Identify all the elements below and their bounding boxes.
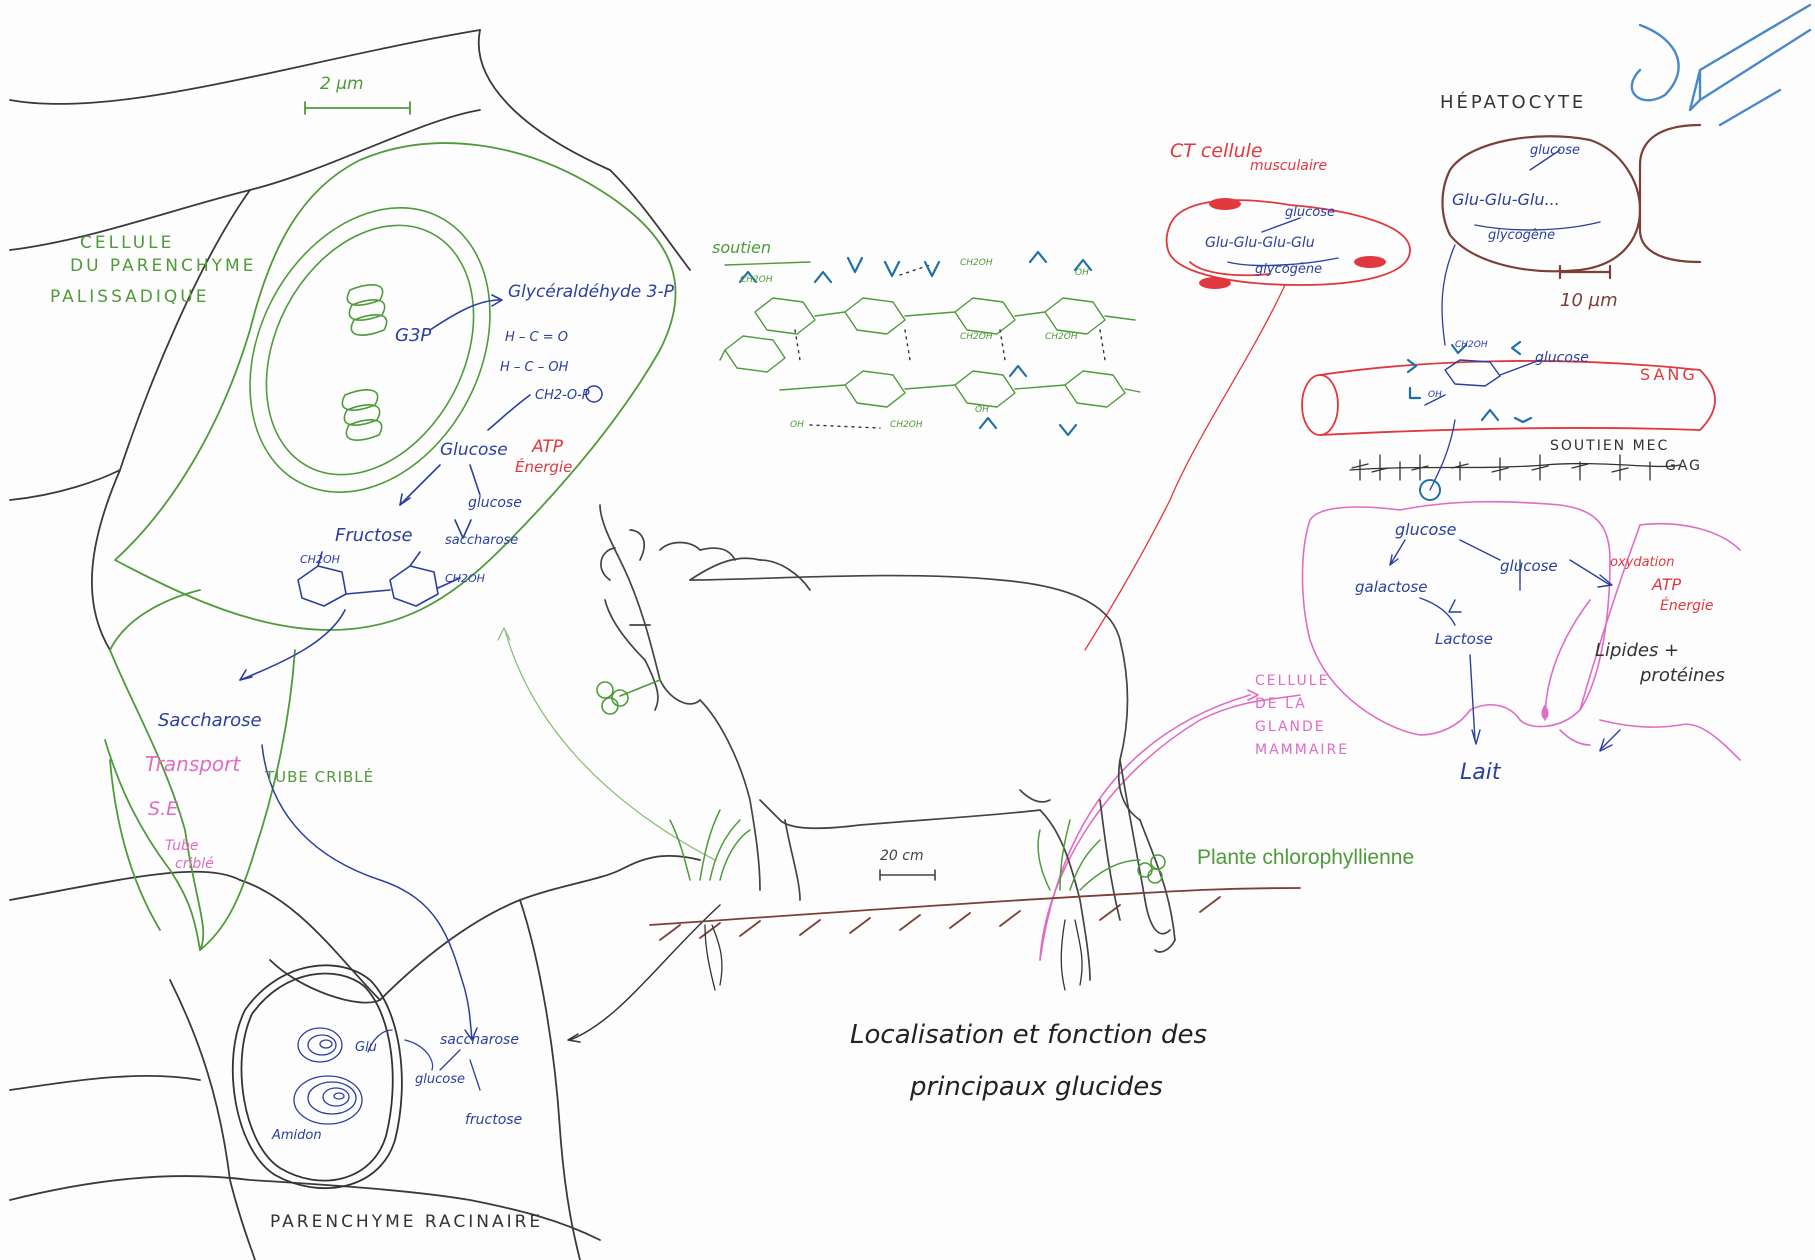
cellulose-ch2oh: CH2OH xyxy=(960,332,993,342)
liver-glucose: glucose xyxy=(1530,143,1580,158)
mammary-atp: ATP xyxy=(1652,575,1681,594)
muscle-glucose: glucose xyxy=(1285,205,1335,220)
cellulose-oh: OH xyxy=(975,405,989,415)
root-arrow xyxy=(568,905,720,1042)
mammary-label: CELLULE DE LA GLANDE MAMMAIRE xyxy=(1255,672,1349,760)
saccharose-label: Saccharose xyxy=(158,710,262,731)
clover-leaf xyxy=(597,680,660,714)
formula-line: CH2-O-P xyxy=(535,388,590,403)
ch2oh-label: CH2OH xyxy=(445,572,485,585)
caption-line: principaux glucides xyxy=(910,1072,1163,1102)
mammary-label-line: MAMMAIRE xyxy=(1255,741,1349,760)
tube-crible-pink-line: criblé xyxy=(175,856,214,872)
mammary-oxidation: oxydation xyxy=(1610,555,1674,570)
gag-matrix xyxy=(1350,455,1680,480)
transport-label: Transport xyxy=(145,752,240,776)
blood-oh: OH xyxy=(1428,390,1442,400)
chloroplast xyxy=(202,166,537,534)
root-label: PARENCHYME RACINAIRE xyxy=(270,1212,543,1232)
leaf-cell-label-line: CELLULE xyxy=(50,232,256,255)
plant-label: Plante chlorophyllienne xyxy=(1197,846,1414,870)
se-label: S.E. xyxy=(148,798,184,820)
g3p-label: G3P xyxy=(395,325,431,346)
leaf-scale-bar xyxy=(305,102,410,114)
muscle-label-line: musculaire xyxy=(1250,158,1327,174)
blood-glucose: glucose xyxy=(1535,350,1589,366)
cellulose-ch2oh: CH2OH xyxy=(890,420,923,430)
hepatocyte-title: HÉPATOCYTE xyxy=(1440,92,1586,113)
mammary-label-line: CELLULE xyxy=(1255,672,1349,691)
formula-line: H – C – OH xyxy=(500,360,568,375)
mammary-energy: Énergie xyxy=(1660,598,1713,614)
leaf-cell-label-line: PALISSADIQUE xyxy=(50,286,256,309)
matrix-label-line: SOUTIEN MEC xyxy=(1550,438,1669,454)
blood-carets xyxy=(1408,342,1531,422)
root-fructose: fructose xyxy=(465,1112,522,1128)
pink-to-milk xyxy=(1545,600,1590,720)
mammary-cell xyxy=(1040,502,1740,960)
muscle-chain: Glu-Glu-Glu-Glu xyxy=(1205,235,1315,251)
plant-roots xyxy=(705,920,1082,990)
cellulose-oh: OH xyxy=(790,420,804,430)
glyceraldehyde-label: Glycéraldéhyde 3-P xyxy=(508,282,674,302)
milk-label: Lait xyxy=(1460,760,1500,785)
leaf-scale-label: 2 µm xyxy=(320,74,364,94)
hydrogen-bonds xyxy=(795,265,1105,428)
cow-scale-label: 20 cm xyxy=(880,848,924,864)
mammary-label-line: DE LA xyxy=(1255,695,1349,714)
energy-label: Énergie xyxy=(515,458,572,476)
lipides-line: protéines xyxy=(1640,665,1725,686)
cellulose-carets xyxy=(740,252,1091,435)
blood-ch2oh: CH2OH xyxy=(1455,340,1488,350)
root-amidon: Amidon xyxy=(272,1128,322,1143)
fructose-label: Fructose xyxy=(335,525,413,546)
blood-label: SANG xyxy=(1640,365,1698,384)
matrix-label-line: GAG xyxy=(1665,458,1702,474)
cellulose-oh: OH xyxy=(1075,268,1089,278)
liver-glycogen: glycogène xyxy=(1488,228,1555,243)
soutien-label: soutien xyxy=(712,238,771,257)
formula-line: H – C = O xyxy=(505,330,568,345)
milk-drop xyxy=(1542,705,1548,719)
cellulose-ch2oh: CH2OH xyxy=(740,275,773,285)
root-glu: Glu xyxy=(355,1040,377,1055)
transport-arrows xyxy=(262,745,477,1040)
ch2oh-label: CH2OH xyxy=(300,553,340,566)
pen-icon xyxy=(1632,5,1810,125)
leaf-cell-label-line: DU PARENCHYME xyxy=(50,255,256,278)
mammary-glucose2: glucose xyxy=(1500,557,1558,575)
ground xyxy=(650,888,1300,940)
tube-crible-label: TUBE CRIBLÉ xyxy=(265,768,374,786)
muscle-label-line: CT cellule xyxy=(1170,140,1263,162)
cow-scale-bar xyxy=(880,870,935,880)
saccharose-small-label: saccharose xyxy=(445,533,518,548)
liver-scale-label: 10 µm xyxy=(1560,290,1618,311)
plant-uptake-arrow xyxy=(498,628,715,860)
caption-line: Localisation et fonction des xyxy=(850,1020,1207,1050)
root-saccharose: saccharose xyxy=(440,1032,519,1048)
root-glucose: glucose xyxy=(415,1072,465,1087)
atp-label: ATP xyxy=(532,437,563,457)
muscle-glycogen: glycogène xyxy=(1255,262,1322,277)
tube-crible-pink-line: Tube xyxy=(165,838,199,854)
mammary-glucose: glucose xyxy=(1395,520,1457,539)
mammary-galactose: galactose xyxy=(1355,578,1427,596)
mammary-lactose: Lactose xyxy=(1435,630,1493,648)
glucose-label: Glucose xyxy=(440,440,508,460)
liver-to-blood xyxy=(1442,245,1455,345)
blood-glucose-ring xyxy=(1425,360,1540,405)
leaf-cell-label: CELLULE DU PARENCHYME PALISSADIQUE xyxy=(50,232,256,309)
muscle-link xyxy=(1085,285,1285,650)
liver-chain: Glu-Glu-Glu... xyxy=(1452,190,1560,209)
mammary-label-line: GLANDE xyxy=(1255,718,1349,737)
cellulose-ch2oh: CH2OH xyxy=(1045,332,1078,342)
lipides-line: Lipides + xyxy=(1595,640,1679,661)
glucose-small-label: glucose xyxy=(468,495,522,511)
cellulose-ch2oh: CH2OH xyxy=(960,258,993,268)
